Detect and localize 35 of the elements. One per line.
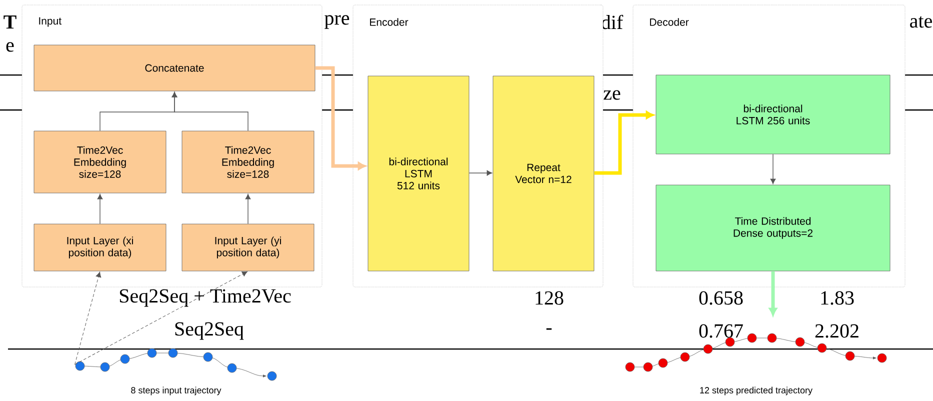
arrow (769, 271, 777, 316)
trajectory-caption: 8 steps input trajectory (131, 386, 222, 396)
arrow (468, 170, 492, 176)
table-text: Seq2Seq + Time2Vec (120, 289, 291, 307)
trajectory-drawing (75, 348, 277, 381)
layer-box: Input Layer (yi position data) (182, 224, 314, 272)
table-text: 2.202 (815, 324, 858, 338)
arrow (172, 92, 248, 132)
table-text: ze (604, 90, 620, 100)
arrow (74, 272, 102, 365)
layer-box: Time2Vec Embedding size=128 (34, 130, 166, 194)
table-text: 128 (536, 291, 564, 305)
arrow (74, 271, 248, 365)
layer-box: Time Distributed Dense outputs=2 (656, 184, 890, 272)
layer-box: Concatenate (34, 44, 316, 92)
table-text: 0.658 (699, 291, 743, 305)
arrow (97, 194, 103, 224)
table-text: - (546, 328, 552, 330)
arrow (594, 111, 654, 175)
table-text: ate (910, 16, 932, 28)
trajectory-caption: 12 steps predicted trajectory (700, 386, 812, 396)
table-text: T (4, 15, 16, 29)
layer-box: bi-directional LSTM 512 units (368, 76, 470, 272)
table-text: 0.767 (699, 324, 743, 338)
layer-box: Repeat Vector n=12 (492, 76, 594, 272)
table-text: Seq2Seq (175, 322, 244, 340)
layer-box: Input Layer (xi position data) (34, 224, 166, 272)
table-text: e (6, 42, 14, 52)
arrow (315, 66, 366, 170)
arrow (770, 154, 776, 184)
arrow (245, 194, 251, 224)
layer-box: Time2Vec Embedding size=128 (182, 130, 314, 194)
table-text: 1.83 (821, 291, 854, 305)
table-text: pre (324, 15, 350, 29)
layer-box: bi-directional LSTM 256 units (656, 74, 890, 154)
